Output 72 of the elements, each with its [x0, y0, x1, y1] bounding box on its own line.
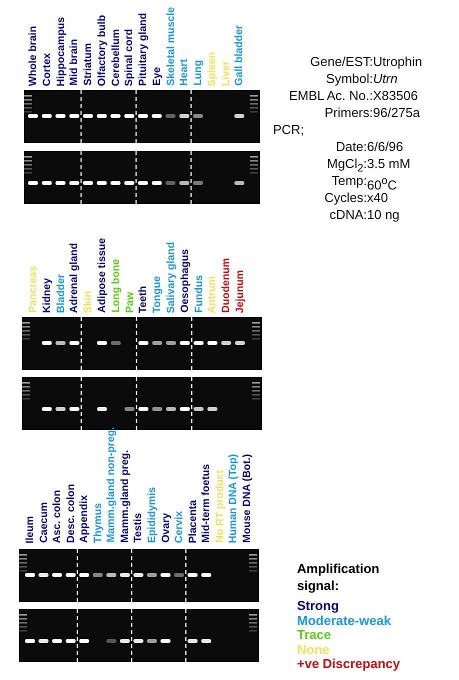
lane-label: Adrenal gland [68, 243, 80, 314]
legend-entry: Trace [297, 627, 331, 642]
info-key: Cycles: [324, 190, 367, 206]
lane-label: Kidney [40, 278, 53, 314]
lane-label: Ovary [160, 513, 172, 543]
lane-label: Antrum [206, 276, 218, 314]
info-value: 10 ng [367, 207, 400, 223]
lane-label: Fundus [192, 275, 205, 313]
legend-entry: Moderate-weak [297, 612, 391, 628]
lane-label: Mid brain [68, 39, 80, 86]
info-value: 60$^{o}$C [367, 174, 397, 192]
info-heading: PCR; [273, 122, 304, 138]
lane-label: Pancreas [27, 266, 39, 313]
info-value: 3.5 mM [367, 156, 410, 172]
lane-label: Mamm.gland preg. [118, 450, 131, 543]
info-key: Gene/EST: [310, 54, 373, 70]
lane-label: Appendix [78, 495, 90, 543]
lane-label: Pituitary gland [137, 13, 149, 86]
info-value: Utrophin [373, 54, 422, 70]
lane-label: Teeth [137, 286, 150, 314]
lane-label: Jejunum [234, 270, 246, 314]
lane-label: Paw [124, 292, 136, 314]
lane-label: Adipose tissue [96, 238, 108, 313]
lane-label: Mouse DNA (Bot.) [240, 454, 253, 543]
lane-label: Mamm.gland non-preg. [105, 427, 118, 542]
lane-label: Olfactory bulb [96, 15, 108, 86]
info-value: 6/6/96 [367, 139, 404, 155]
lane-label: Testis [132, 513, 144, 543]
lane-label: Thymus [92, 503, 104, 544]
info-key: Symbol: [326, 71, 373, 87]
lane-label: Ileum [24, 516, 36, 544]
info-value: x40 [367, 190, 388, 206]
lane-label: Oesophagus [178, 249, 191, 313]
lane-label: Human DNA (Top) [227, 454, 240, 544]
lane-label: Epididymis [146, 487, 158, 544]
lane-label: Skin [82, 291, 94, 314]
info-value: X83506 [373, 88, 418, 104]
lane-label: Long bone [110, 259, 122, 313]
info-value: 96/275a [373, 105, 420, 121]
lane-label: Bladder [54, 274, 67, 314]
lane-label: Striatum [82, 43, 94, 86]
lane-label: Asc. colon [51, 490, 64, 544]
info-key: Date: [336, 139, 367, 155]
lane-label: Lung [192, 60, 204, 86]
lane-label: Duodenum [220, 258, 232, 313]
lane-label: Placenta [186, 500, 199, 544]
lane-label: Spleen [206, 52, 218, 86]
lane-label: Skeletal muscle [164, 7, 176, 86]
info-key: cDNA: [329, 207, 367, 223]
lane-label: Salivary gland [165, 242, 177, 314]
lane-label: Whole brain [27, 26, 39, 86]
lane-label: Gall bladder [233, 25, 246, 86]
lane-label: Cortex [40, 53, 53, 86]
lane-label: Tongue [151, 276, 164, 314]
lane-label: Mid-term foetus [200, 464, 212, 543]
legend-entry: None [297, 642, 330, 656]
lane-label: Hippocampus [54, 17, 66, 86]
legend-entry: +ve Discrepancy [297, 656, 400, 671]
info-value: Utrn [373, 71, 398, 87]
legend-entry: Strong [297, 598, 339, 613]
lane-label: Liver [220, 61, 232, 86]
lane-label: Eye [150, 67, 163, 86]
lane-label: Cervix [173, 511, 186, 544]
lane-label: Caecum [38, 502, 50, 543]
lane-label: Heart [178, 59, 190, 86]
lane-label: No RT product [214, 470, 226, 543]
info-key: Primers: [324, 105, 373, 121]
lane-label: Cerebellum [110, 29, 122, 86]
lane-label: Spinal cord [123, 29, 136, 86]
lane-label: Desc. colon [64, 484, 77, 543]
legend-heading: Amplification signal: [297, 560, 380, 594]
info-key: EMBL Ac. No.: [288, 88, 373, 104]
